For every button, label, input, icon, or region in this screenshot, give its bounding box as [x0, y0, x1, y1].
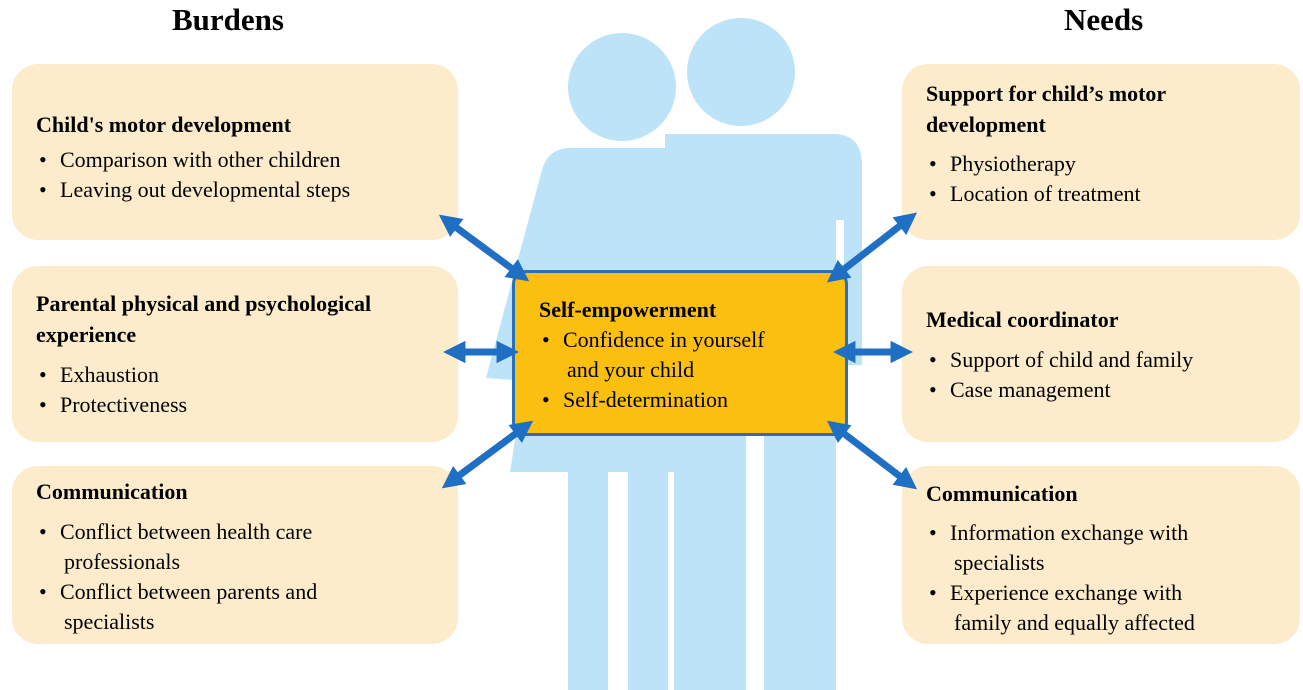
- burden-title: Child's motor development: [36, 112, 292, 137]
- burden-title-line: Parental physical and psychological: [36, 291, 372, 316]
- item-line: Conflict between health care: [60, 519, 313, 544]
- need-item: Experience exchange with family and equa…: [926, 578, 1300, 638]
- center-item: Self-determination: [539, 385, 825, 415]
- burden-list: Conflict between health care professiona…: [36, 517, 458, 637]
- self-empowerment-box: Self-empowerment Confidence in yourself …: [512, 270, 848, 436]
- item-line: Conflict between parents and: [60, 579, 318, 604]
- burden-box-parental-experience: Parental physical and psychological expe…: [12, 266, 458, 442]
- burden-list: Comparison with other children Leaving o…: [36, 145, 458, 205]
- need-title-line: development: [926, 112, 1046, 137]
- item-line: family and equally affected: [954, 610, 1195, 635]
- center-item: Confidence in yourself and your child: [539, 325, 825, 385]
- need-item: Information exchange with specialists: [926, 518, 1300, 578]
- need-title-line: Support for child’s motor: [926, 81, 1167, 106]
- item-line: professionals: [64, 549, 181, 574]
- burden-box-communication: Communication Conflict between health ca…: [12, 466, 458, 644]
- need-item: Support of child and family: [926, 345, 1300, 375]
- need-list: Support of child and family Case managem…: [926, 345, 1300, 405]
- needs-heading: Needs: [1064, 2, 1144, 37]
- man-head: [687, 18, 795, 126]
- burden-title: Communication: [36, 479, 188, 504]
- item-line: Experience exchange with: [950, 580, 1183, 605]
- need-item: Physiotherapy: [926, 149, 1300, 179]
- need-list: Physiotherapy Location of treatment: [926, 149, 1300, 209]
- burdens-heading: Burdens: [172, 2, 284, 37]
- need-box-motor-support: Support for child’s motor development Ph…: [902, 64, 1300, 240]
- item-line: and your child: [567, 357, 695, 382]
- burden-item: Leaving out developmental steps: [36, 175, 458, 205]
- need-box-communication: Communication Information exchange with …: [902, 466, 1300, 644]
- center-list: Confidence in yourself and your child Se…: [539, 325, 825, 415]
- need-title: Support for child’s motor development: [926, 78, 1300, 140]
- need-title: Communication: [926, 481, 1078, 506]
- burden-item: Comparison with other children: [36, 145, 458, 175]
- item-line: Confidence in yourself: [563, 327, 765, 352]
- burden-box-motor-development: Child's motor development Comparison wit…: [12, 64, 458, 240]
- item-line: specialists: [64, 609, 155, 634]
- burden-title-line: experience: [36, 322, 137, 347]
- item-line: specialists: [954, 550, 1045, 575]
- burden-list: Exhaustion Protectiveness: [36, 360, 458, 420]
- burden-item: Conflict between parents and specialists: [36, 577, 458, 637]
- woman-head: [568, 33, 676, 141]
- center-title: Self-empowerment: [539, 297, 717, 322]
- burden-item: Conflict between health care professiona…: [36, 517, 458, 577]
- burden-title: Parental physical and psychological expe…: [36, 288, 458, 350]
- burden-item: Exhaustion: [36, 360, 458, 390]
- need-title: Medical coordinator: [926, 307, 1119, 332]
- need-box-medical-coordinator: Medical coordinator Support of child and…: [902, 266, 1300, 442]
- need-item: Location of treatment: [926, 179, 1300, 209]
- need-list: Information exchange with specialists Ex…: [926, 518, 1300, 638]
- burden-item: Protectiveness: [36, 390, 458, 420]
- item-line: Information exchange with: [950, 520, 1189, 545]
- need-item: Case management: [926, 375, 1300, 405]
